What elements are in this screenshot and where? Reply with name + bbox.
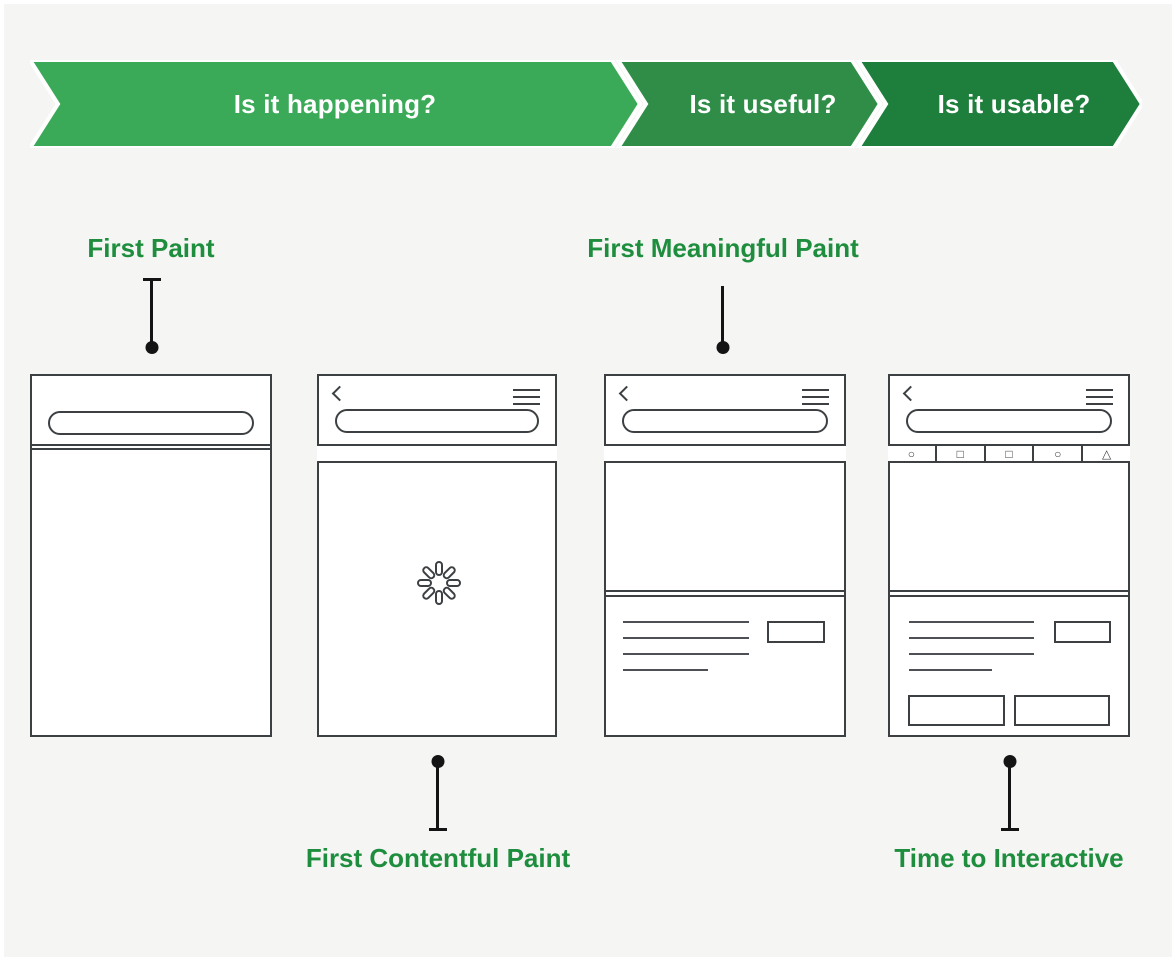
label-time-to-interactive: Time to Interactive [894,843,1124,873]
text-placeholder-line [623,669,708,671]
section-divider [604,590,846,592]
banner-chevrons [30,60,1142,148]
text-placeholder-line [623,637,749,639]
header-divider [30,448,272,450]
chevron-is-it-happening [30,60,643,148]
circle-icon: ○ [888,446,937,461]
label-first-meaningful-paint: First Meaningful Paint [587,233,859,263]
url-bar-icon [48,411,254,435]
square-icon: □ [986,446,1035,461]
button-placeholder [1054,621,1111,643]
section-divider [604,595,846,597]
connector-dot [145,341,158,354]
label-first-contentful-paint: First Contentful Paint [305,843,571,873]
chevron-is-it-useful [615,60,883,148]
text-placeholder-line [623,653,749,655]
back-chevron-icon [618,385,635,402]
loading-spinner-icon [411,555,467,611]
header-band [317,444,557,463]
text-placeholder-line [909,637,1034,639]
phone-blank-page [30,374,272,737]
triangle-icon: △ [1101,446,1112,461]
spinner-tick [435,590,443,605]
connector-dot [1003,755,1016,768]
connector-first-contentful-paint [428,755,447,831]
url-bar-icon [906,409,1112,433]
label-first-paint: First Paint [87,233,215,263]
connector-first-paint [142,278,161,354]
spinner-tick [435,561,443,576]
hamburger-menu-icon [513,389,540,405]
text-placeholder-line [909,621,1034,623]
card-placeholder [1014,695,1110,726]
back-chevron-icon [331,385,348,402]
text-placeholder-line [909,653,1034,655]
square-icon: □ [937,446,986,461]
banner-label-usable: Is it usable? [937,89,1091,119]
phone4-toolbar: ○□□○△ [888,444,1130,463]
connector-cap [1000,828,1019,831]
connector-time-to-interactive [1000,755,1019,831]
question-banner: Is it happening? Is it useful? Is it usa… [30,60,1142,148]
text-placeholder-line [909,669,992,671]
circle-icon: ○ [1034,446,1084,461]
connector-first-meaningful-paint [716,286,729,354]
hamburger-menu-icon [1086,389,1113,405]
spinner-tick [417,579,432,587]
connector-dot [716,341,729,354]
section-divider [888,595,1130,597]
back-chevron-icon [902,385,919,402]
hamburger-menu-icon [802,389,829,405]
connector-cap [428,828,447,831]
banner-label-useful: Is it useful? [689,89,837,119]
section-divider [888,590,1130,592]
spinner-tick [441,585,458,602]
phone-loading-page [317,374,557,737]
text-placeholder-line [623,621,749,623]
url-bar-icon [622,409,828,433]
connector-dot [431,755,444,768]
card-placeholder [908,695,1005,726]
header-divider [30,444,272,446]
banner-label-happening: Is it happening? [233,89,437,119]
url-bar-icon [335,409,539,433]
connector-cap [142,278,161,281]
phone-interactive-page: ○□□○△ [888,374,1130,737]
chevron-is-it-usable [855,60,1142,148]
header-band [604,444,846,463]
phone-hero-content-page [604,374,846,737]
button-placeholder [767,621,825,643]
